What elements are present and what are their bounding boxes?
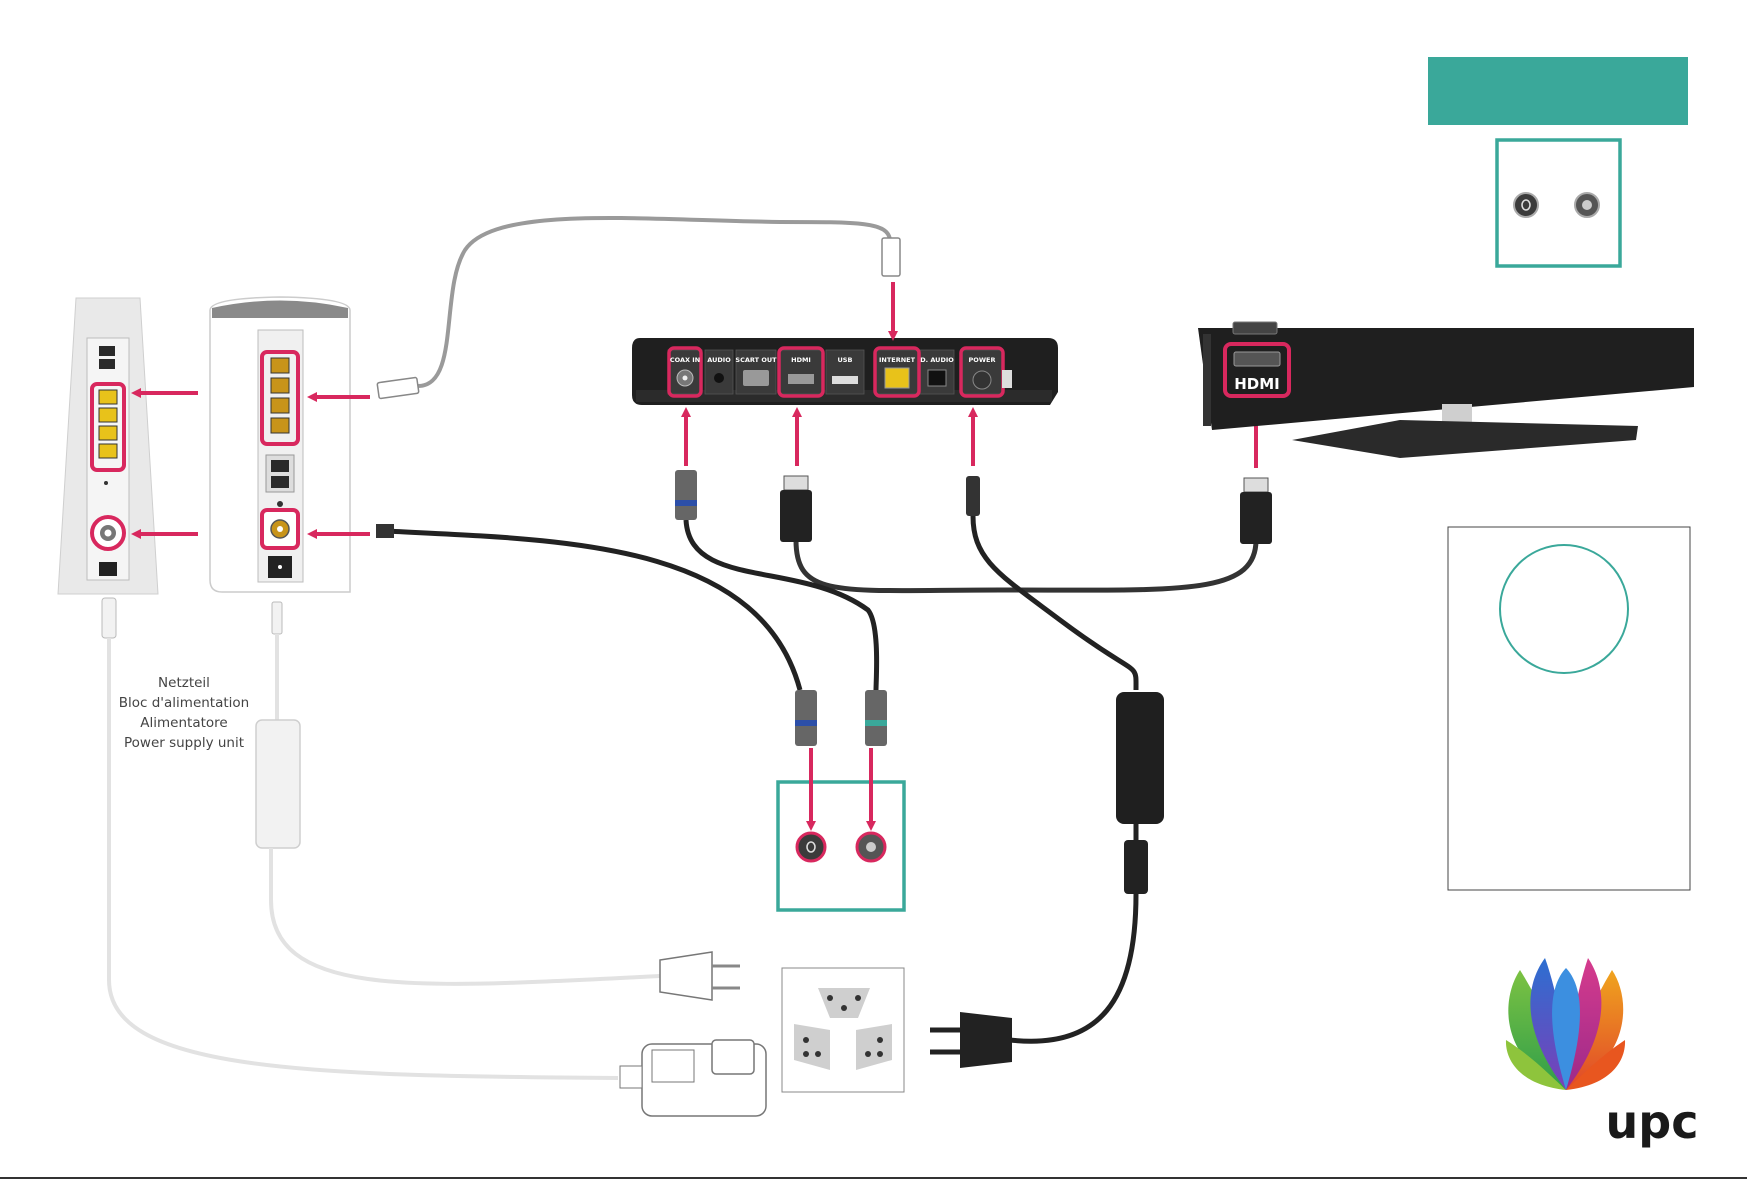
psu-label-en: Power supply unit <box>100 733 268 753</box>
brand-name: upc <box>1606 1095 1699 1149</box>
port-label-coax-in: COAX IN <box>670 356 700 364</box>
power-adapter-icon <box>966 476 1164 1041</box>
header-banner <box>1428 57 1688 125</box>
hdmi-cable <box>796 540 1256 591</box>
port-label-internet: INTERNET <box>879 356 916 364</box>
psu-label-fr: Bloc d'alimentation <box>100 693 268 713</box>
hdmi-plug-icon <box>780 476 1272 544</box>
psu-label-it: Alimentatore <box>100 713 268 733</box>
tv-icon: HDMI <box>1198 322 1694 458</box>
port-label-hdmi: HDMI <box>791 356 811 364</box>
info-panel <box>1448 527 1690 890</box>
tv-hdmi-label: HDMI <box>1234 375 1280 393</box>
wall-outlet-icon <box>782 968 904 1092</box>
power-plug-icon <box>930 1012 1012 1068</box>
modem-front-icon <box>58 298 158 594</box>
set-top-box-icon: COAX IN AUDIO SCART OUT HDMI USB INTERNE… <box>632 338 1058 405</box>
psu-label-de: Netzteil <box>100 673 268 693</box>
coax-wall-socket-icon <box>1497 140 1620 266</box>
port-label-usb: USB <box>838 356 853 364</box>
psu-label: Netzteil Bloc d'alimentation Alimentator… <box>100 673 268 753</box>
coax-cable-modem <box>386 531 800 690</box>
coax-wall-socket-icon <box>778 748 904 910</box>
port-label-d-audio: D. AUDIO <box>920 356 954 364</box>
coax-cable-stb <box>686 520 877 690</box>
port-label-scart-out: SCART OUT <box>735 356 777 364</box>
port-label-power: POWER <box>969 356 996 364</box>
port-label-audio: AUDIO <box>707 356 731 364</box>
upc-flower-logo-icon <box>1506 958 1625 1090</box>
modem-rear-icon <box>210 297 350 592</box>
